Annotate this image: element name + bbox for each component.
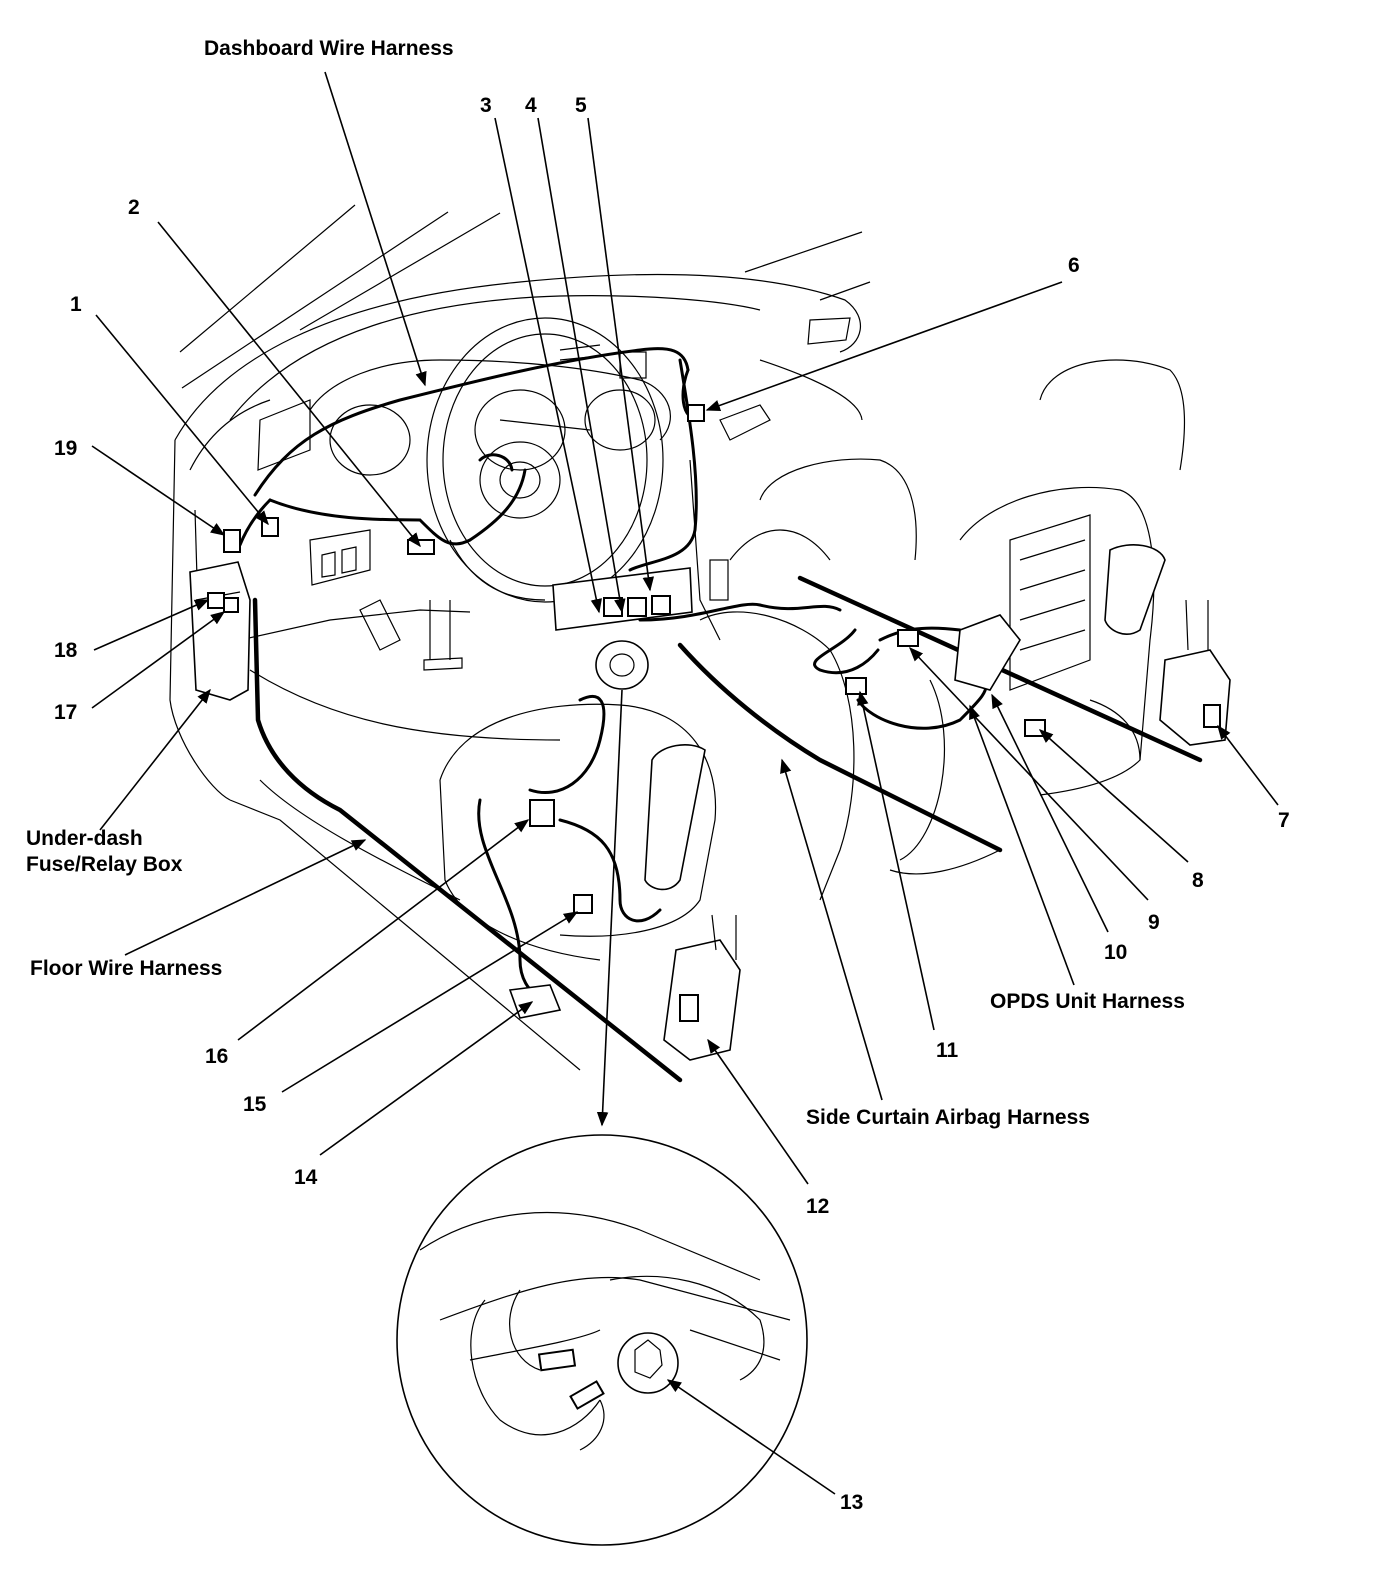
callout-6: 6: [1068, 254, 1080, 277]
callout-9: 9: [1148, 911, 1160, 934]
callout-18: 18: [54, 639, 78, 662]
opds-unit-harness-label: OPDS Unit Harness: [990, 990, 1185, 1013]
callout-15: 15: [243, 1093, 267, 1116]
callout-5: 5: [575, 94, 587, 117]
callout-13: 13: [840, 1491, 864, 1514]
callout-3: 3: [480, 94, 492, 117]
callout-7: 7: [1278, 809, 1290, 832]
callout-1: 1: [70, 293, 82, 316]
callout-19: 19: [54, 437, 78, 460]
center-console: [552, 459, 831, 641]
callout-12: 12: [806, 1195, 830, 1218]
floor-wire-harness-label: Floor Wire Harness: [30, 957, 223, 980]
callout-11: 11: [936, 1039, 959, 1062]
floor-outline: [229, 699, 1141, 1071]
callout-16: 16: [205, 1045, 229, 1068]
seat-belt-anchors: [711, 599, 1209, 960]
detail-inset: [396, 1134, 808, 1546]
callout-10: 10: [1104, 941, 1128, 964]
callout-17: 17: [54, 701, 78, 724]
callout-8: 8: [1192, 869, 1204, 892]
dashboard-wire-harness: [253, 347, 702, 572]
callout-14: 14: [294, 1166, 318, 1189]
steering-column: [595, 640, 649, 690]
windshield-outline: [179, 204, 871, 389]
fuse-relay-box-label-line2: Fuse/Relay Box: [26, 853, 183, 876]
under-dash-label-line1: Under-dash: [26, 827, 143, 850]
callout-2: 2: [128, 196, 140, 219]
dashboard-outline: [169, 273, 863, 801]
callout-4: 4: [525, 94, 537, 117]
under-dash-fuse-relay-box: [189, 561, 251, 701]
connectors: [207, 404, 1231, 1061]
steering-wheel: [426, 317, 664, 603]
passenger-seat: [899, 359, 1186, 861]
driver-seat: [439, 458, 917, 961]
dashboard-wire-harness-label: Dashboard Wire Harness: [204, 37, 454, 60]
opds-unit-harness: [477, 602, 988, 997]
side-curtain-airbag-harness-label: Side Curtain Airbag Harness: [806, 1106, 1090, 1129]
leader-lines: [91, 71, 1279, 1495]
